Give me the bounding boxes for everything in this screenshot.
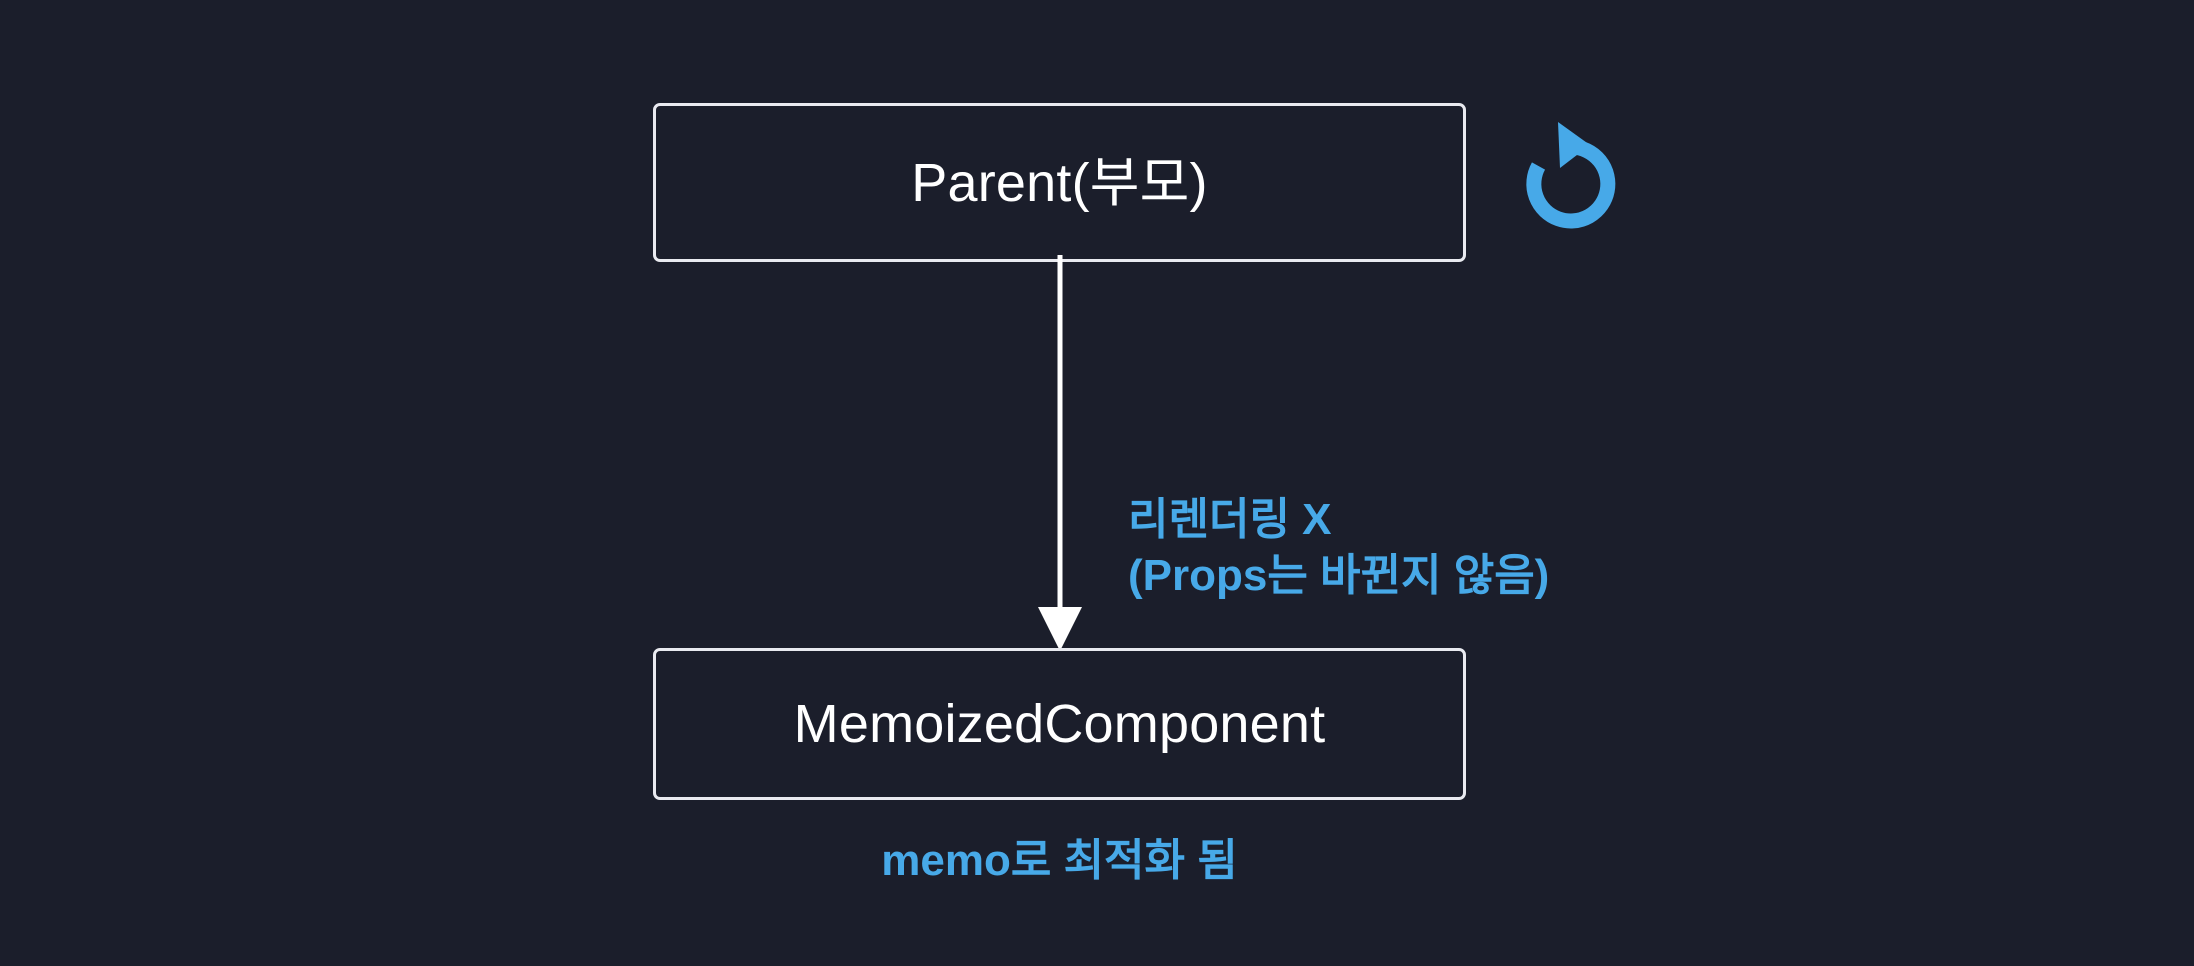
- node-parent: Parent(부모): [653, 103, 1466, 262]
- node-memoized-label: MemoizedComponent: [793, 694, 1326, 754]
- annotation-rerender-line-2: (Props는 바뀐지 않음): [1128, 551, 1550, 601]
- annotation-rerender: 리렌더링 X (Props는 바뀐지 않음): [1128, 492, 1549, 605]
- edge-parent-to-memoized: [1010, 255, 1110, 655]
- node-parent-label: Parent(부모): [911, 152, 1208, 213]
- refresh-icon: [1516, 118, 1628, 242]
- annotation-memo-caption: memo로 최적화 됨: [881, 836, 1238, 885]
- node-memoized: MemoizedComponent: [653, 648, 1466, 800]
- annotation-rerender-line-1: 리렌더링 X: [1128, 495, 1332, 544]
